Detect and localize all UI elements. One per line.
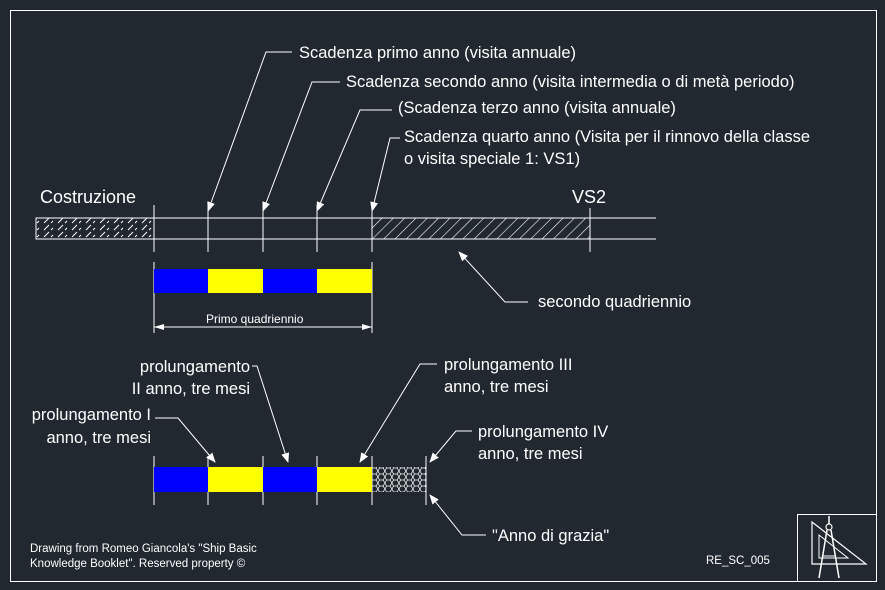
primo-quadriennio-label: Primo quadriennio [206,312,304,326]
leader-year-1 [207,51,292,212]
leader-prolung-1 [155,417,216,463]
prolung-3-line1: prolungamento III [444,356,572,374]
year-4-segment [317,269,372,293]
prolung-4-line2: anno, tre mesi [478,445,583,463]
year-1-segment [154,269,208,293]
primo-quadriennio-bar [153,262,373,333]
deadline-leaders [207,51,400,212]
extension-bar [153,456,427,505]
scadenza-4-label-line2: o visita speciale 1: VS1) [404,150,580,168]
ext-year-4-segment [317,467,372,492]
prolung-1-line2: anno, tre mesi [46,429,151,447]
ext-year-3-segment [263,467,317,492]
costruzione-label: Costruzione [40,187,136,207]
leader-prolung-3 [359,363,437,463]
secondo-quadriennio-label: secondo quadriennio [538,293,691,311]
vs2-label: VS2 [572,187,606,207]
grace-year-segment [372,467,426,492]
anno-di-grazia-label: "Anno di grazia" [492,527,609,545]
extension-leaders [155,363,486,536]
leader-grace [429,494,486,536]
secondo-quadriennio-leader [458,251,528,303]
leader-year-4 [370,137,400,212]
scadenza-2-label: Scadenza secondo anno (visita intermedia… [346,73,795,91]
scadenza-4-label-line1: Scadenza quarto anno (Visita per il rinn… [404,128,810,146]
prolung-3-line2: anno, tre mesi [444,378,549,396]
credit-line1: Drawing from Romeo Giancola's "Ship Basi… [30,543,257,555]
second-quadrennium-segment [372,218,590,239]
leader-prolung-4 [429,430,472,463]
drawing-code: RE_SC_005 [706,555,770,567]
prolung-1-line1: prolungamento I [32,406,151,424]
drawing-frame [10,10,877,582]
leader-prolung-2 [252,365,290,463]
timeline-bar [35,205,656,252]
scadenza-3-label: (Scadenza terzo anno (visita annuale) [398,99,676,117]
prolung-2-line1: prolungamento [140,358,250,376]
prolung-2-line2: II anno, tre mesi [132,380,250,398]
construction-segment [35,217,155,240]
scadenza-1-label: Scadenza primo anno (visita annuale) [299,44,576,62]
ext-year-1-segment [154,467,208,492]
prolung-4-line1: prolungamento IV [478,423,608,441]
year-3-segment [263,269,317,293]
credit-line2: Knowledge Booklet". Reserved property © [30,558,246,570]
year-2-segment [208,269,263,293]
leader-year-2 [262,81,340,212]
leader-year-3 [316,109,392,212]
ext-year-2-segment [208,467,263,492]
drafting-compass-triangle-icon [797,514,877,582]
